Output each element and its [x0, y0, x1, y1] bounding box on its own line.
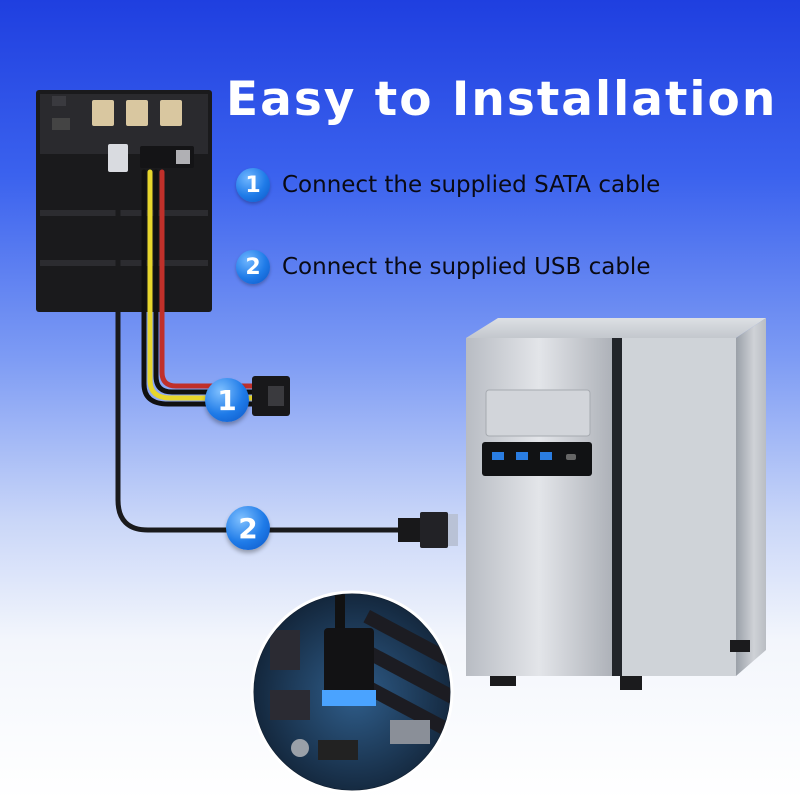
step-text: Connect the supplied USB cable	[282, 254, 651, 280]
step-text: Connect the supplied SATA cable	[282, 172, 661, 198]
motherboard-closeup	[250, 590, 454, 794]
sata-cable	[141, 169, 255, 407]
sata-callout-badge: 1	[205, 378, 249, 422]
step-number-badge: 1	[236, 168, 270, 202]
usb-callout-badge: 2	[226, 506, 270, 550]
step-sata: 1 Connect the supplied SATA cable	[236, 168, 660, 202]
step-number-badge: 2	[236, 250, 270, 284]
front-panel-bracket	[36, 90, 212, 312]
computer-case	[466, 318, 766, 690]
step-usb: 2 Connect the supplied USB cable	[236, 250, 650, 284]
sata-connector	[252, 376, 290, 416]
page-title: Easy to Installation	[226, 72, 778, 127]
usb-header-connector	[398, 512, 458, 548]
usb-cable	[115, 172, 398, 533]
